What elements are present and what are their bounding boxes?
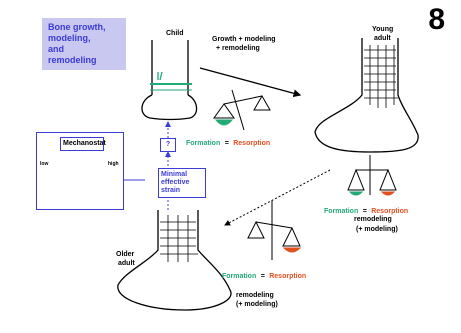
label-remodeling-right-2: (+ modeling) [356,226,398,233]
label-young-1: Young [372,26,394,33]
title-box: Bone growth, modeling, and remodeling [42,18,126,70]
title-line-1: Bone growth, [48,22,106,32]
balance-1-formation: Formation [186,140,221,147]
title-line-4: remodeling [48,55,97,65]
label-older-2: adult [118,260,135,267]
inset-high: high [108,161,119,167]
mes-line-1: Minimal [161,171,188,178]
mes-line-3: strain [161,187,181,194]
label-young-2: adult [374,35,391,42]
balance-2-resorption: Resorption [371,208,409,215]
child-bone [141,40,198,121]
inset-low: low [40,161,49,167]
mes-box: Minimal effective strain [158,168,206,198]
young-adult-bone [314,38,419,153]
balance-3 [247,200,302,260]
balance-2 [347,155,397,196]
label-older-1: Older [116,251,135,258]
label-remodeling-bottom-2: (+ modeling) [236,301,278,308]
balance-2-caption: Formation = Resorption [324,200,408,218]
label-remodeling-bottom-1: remodeling [236,292,274,299]
balance-1 [213,89,271,131]
balance-3-resorption: Resorption [269,273,307,280]
balance-2-equals: = [362,208,367,215]
balance-3-equals: = [260,273,265,280]
label-remodeling-right-1: remodeling [354,216,392,223]
arrow-young-to-older [224,169,331,226]
question-box: ? [160,138,176,152]
balance-1-resorption: Resorption [233,140,271,147]
label-growth-2: + remodeling [216,45,260,52]
balance-1-caption: Formation = Resorption [186,132,270,150]
page-number: 8 [428,3,445,36]
balance-2-formation: Formation [324,208,359,215]
mes-line-2: effective [161,179,190,186]
arrow-child-to-young [199,67,302,98]
mechanostat-label: Mechanostat [60,137,106,151]
title-line-3: and [48,44,65,54]
balance-3-caption: Formation = Resorption [222,265,306,283]
balance-1-equals: = [224,140,229,147]
older-adult-bone [117,210,232,311]
title-line-2: modeling, [48,33,91,43]
balance-3-formation: Formation [222,273,257,280]
label-growth-1: Growth + modeling [212,36,276,43]
label-child: Child [166,30,184,37]
